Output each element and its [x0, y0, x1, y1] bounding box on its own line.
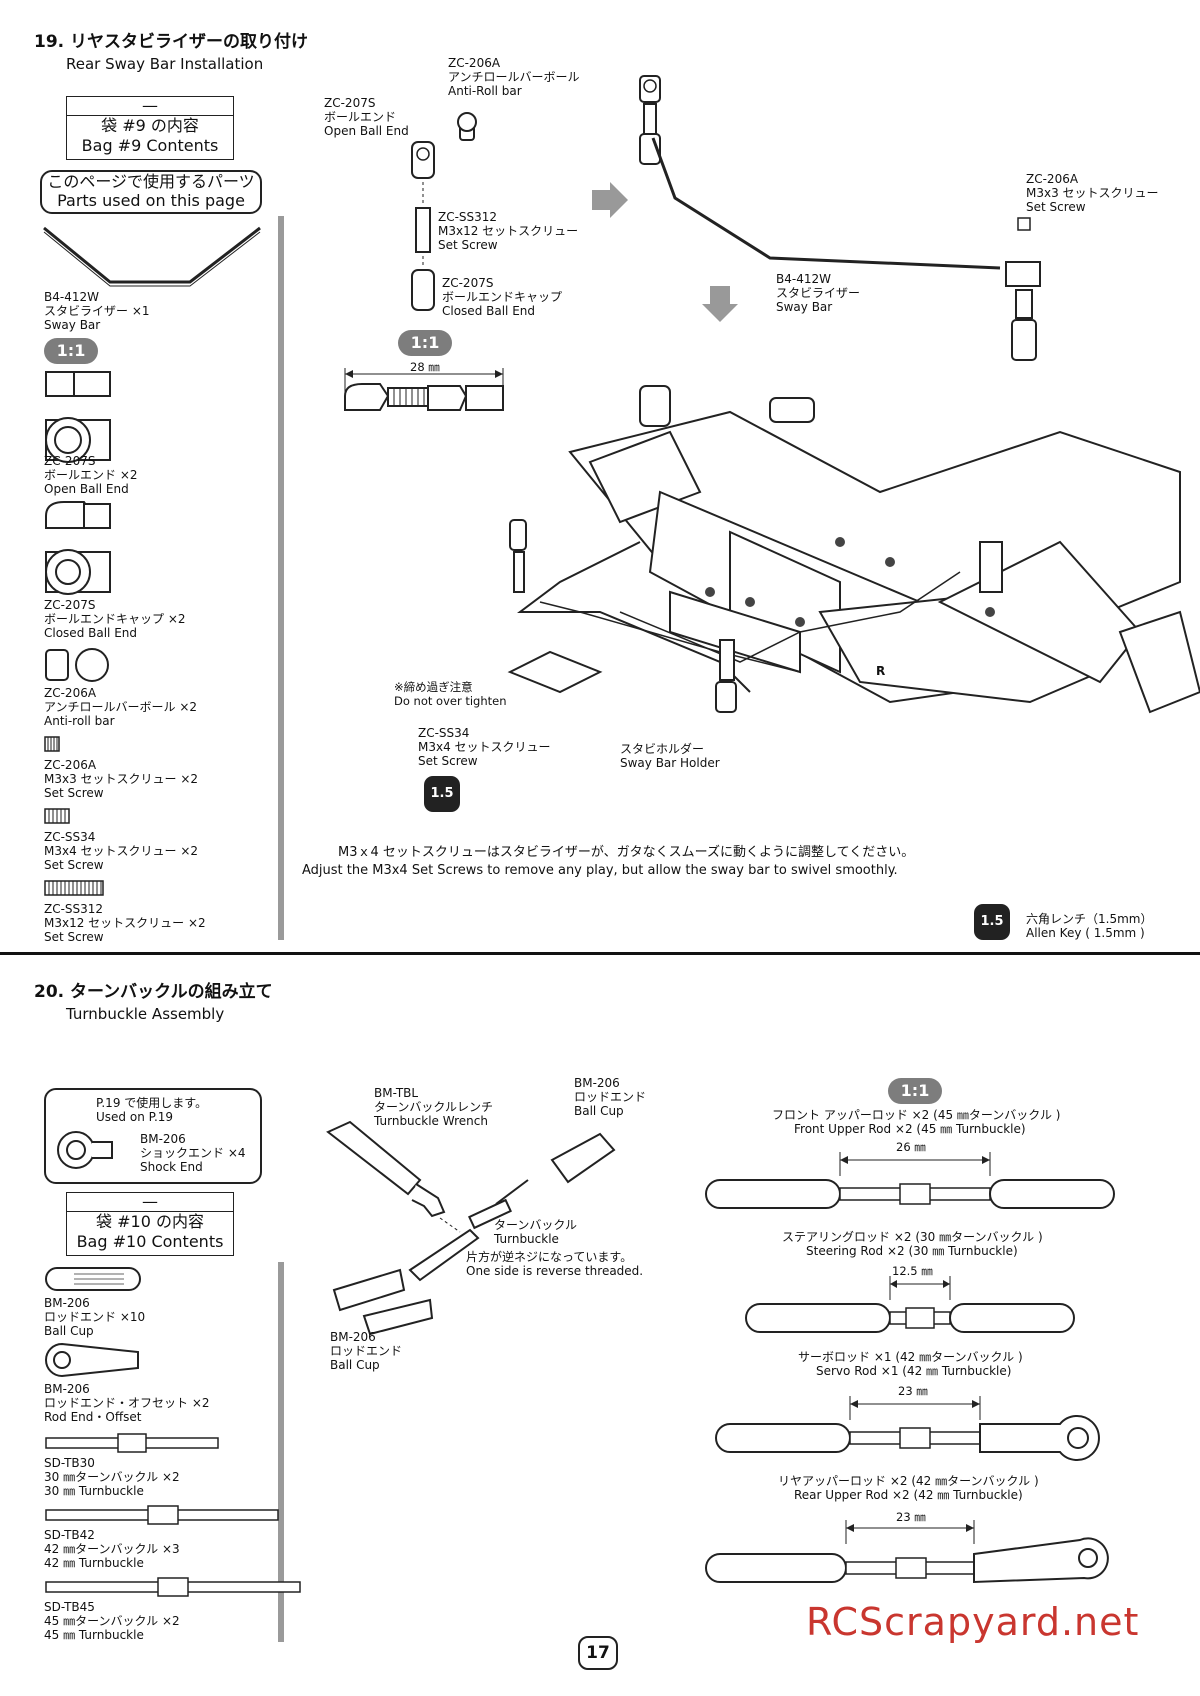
scale-badge-1to1-b: 1:1: [398, 330, 452, 356]
parts-used-jp: このページで使用するパーツ: [47, 172, 255, 191]
wrench-assembly-diagram: [326, 1120, 616, 1336]
set-screw-m3x4-icon: [44, 808, 70, 824]
arrow-right-icon: [592, 182, 628, 218]
bag-9-box: — 袋 #9 の内容 Bag #9 Contents: [66, 96, 234, 160]
watermark: RCScrapyard.net: [806, 1600, 1140, 1644]
ball-end-measure: [344, 368, 504, 411]
rod-rear-upper-jp: リヤアッパーロッド ×2 (42 ㎜ターンバックル ): [778, 1474, 1039, 1488]
closed-ball-end-icon: [45, 501, 111, 595]
bag-10-dash: —: [67, 1193, 233, 1212]
rod-servo-dim: 23 ㎜: [898, 1384, 928, 1398]
section-19-title-en: Rear Sway Bar Installation: [66, 55, 264, 73]
allen-key-label: 六角レンチ（1.5mm）Allen Key ( 1.5mm ): [1026, 912, 1153, 940]
rod-end-offset-icon: [45, 1342, 139, 1378]
page-number: 17: [578, 1636, 618, 1670]
exploded-ball-end-stack: [411, 112, 477, 311]
rod-front-upper-dim: 26 ㎜: [896, 1140, 926, 1154]
scale-badge-1to1: 1:1: [44, 338, 98, 364]
divider-bar-20: [278, 1262, 284, 1642]
rod-servo-drawing: [715, 1396, 1100, 1461]
callout-reverse: 片方が逆ネジになっています。One side is reverse thread…: [466, 1250, 644, 1278]
divider-bar: [278, 216, 284, 940]
rod-front-upper-drawing: [705, 1152, 1115, 1209]
rod-steering-en: Steering Rod ×2 (30 ㎜ Turnbuckle): [806, 1244, 1018, 1258]
rod-front-upper-jp: フロント アッパーロッド ×2 (45 ㎜ターンバックル ): [772, 1108, 1061, 1122]
bag-9-dash: —: [67, 97, 233, 116]
set-screw-m3x12-icon: [44, 880, 104, 896]
rod-steering-dim: 12.5 ㎜: [892, 1264, 933, 1278]
rod-servo-en: Servo Rod ×1 (42 ㎜ Turnbuckle): [816, 1364, 1012, 1378]
set-screw-m3x3-icon: [44, 736, 60, 752]
scale-badge-1to1-c: 1:1: [888, 1078, 942, 1104]
sway-bar-icon: [43, 226, 261, 287]
bag-10-en: Bag #10 Contents: [76, 1232, 224, 1251]
sway-bar-exploded: [639, 75, 1041, 361]
shock-end-icon: [57, 1131, 113, 1169]
rod-rear-upper-dim: 23 ㎜: [896, 1510, 926, 1524]
rod-steering-drawing: [745, 1276, 1075, 1333]
dim-28mm: 28 ㎜: [410, 360, 440, 374]
chassis-illustration: [507, 385, 1200, 714]
note-en: Adjust the M3x4 Set Screws to remove any…: [302, 863, 898, 878]
section-20-title-jp: 20. ターンバックルの組み立て: [34, 982, 273, 1002]
open-ball-end-icon: [45, 371, 111, 463]
turnbuckle-42-icon: [45, 1505, 279, 1525]
bag-10-jp: 袋 #10 の内容: [96, 1212, 204, 1231]
used-on-en: Used on P.19: [96, 1110, 174, 1124]
rod-rear-upper-en: Rear Upper Rod ×2 (42 ㎜ Turnbuckle): [794, 1488, 1023, 1502]
arrow-down-icon: [702, 286, 738, 322]
section-20-title-en: Turnbuckle Assembly: [66, 1005, 225, 1023]
turnbuckle-30-icon: [45, 1433, 219, 1453]
bag-9-en: Bag #9 Contents: [81, 136, 219, 155]
chassis-mark-r: R: [876, 664, 886, 678]
turnbuckle-45-icon: [45, 1577, 301, 1597]
parts-used-en: Parts used on this page: [57, 191, 245, 210]
rod-steering-jp: ステアリングロッド ×2 (30 ㎜ターンバックル ): [782, 1230, 1043, 1244]
bag-9-jp: 袋 #9 の内容: [101, 116, 199, 135]
allen-key-badge: 1.5: [424, 776, 460, 812]
bag-10-box: — 袋 #10 の内容 Bag #10 Contents: [66, 1192, 234, 1256]
parts-used-box: このページで使用するパーツ Parts used on this page: [40, 170, 262, 214]
rod-front-upper-en: Front Upper Rod ×2 (45 ㎜ Turnbuckle): [794, 1122, 1026, 1136]
used-on-jp: P.19 で使用します。: [96, 1096, 208, 1110]
section-19-title-jp: 19. リヤスタビライザーの取り付け: [34, 32, 309, 52]
anti-roll-ball-icon: [45, 648, 109, 682]
ball-cup-icon: [45, 1267, 141, 1291]
rod-rear-upper-drawing: [705, 1520, 1109, 1584]
allen-key-icon: 1.5: [974, 904, 1010, 940]
section-divider: [0, 952, 1200, 955]
rod-servo-jp: サーボロッド ×1 (42 ㎜ターンバックル ): [798, 1350, 1023, 1364]
note-jp: M3ｘ4 セットスクリューはスタビライザーが、ガタなくスムーズに動くように調整し…: [338, 845, 915, 860]
